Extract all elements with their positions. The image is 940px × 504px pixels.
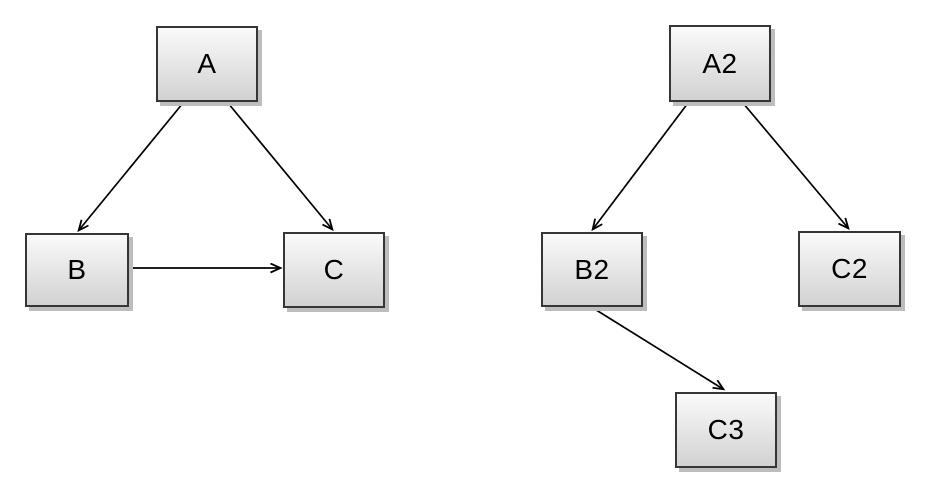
node-A[interactable]: A [156,26,258,102]
node-B[interactable]: B [25,233,129,307]
node-C[interactable]: C [283,232,385,308]
node-label: A2 [702,47,738,79]
node-B2[interactable]: B2 [541,232,643,307]
node-label: A [197,48,217,79]
edge-A2-B2[interactable] [593,102,689,229]
edge-A-C[interactable] [227,102,332,229]
edge-A-B[interactable] [79,102,184,230]
node-C2[interactable]: C2 [798,231,901,307]
node-label: C2 [831,253,868,284]
node-label: B2 [574,253,610,285]
node-label: C3 [707,414,745,445]
node-label: C [323,254,345,285]
edge-A2-C2[interactable] [742,102,848,228]
node-A2[interactable]: A2 [669,25,771,102]
node-C3[interactable]: C3 [675,392,777,468]
edge-B2-C3[interactable] [592,307,723,389]
node-label: B [67,254,87,285]
